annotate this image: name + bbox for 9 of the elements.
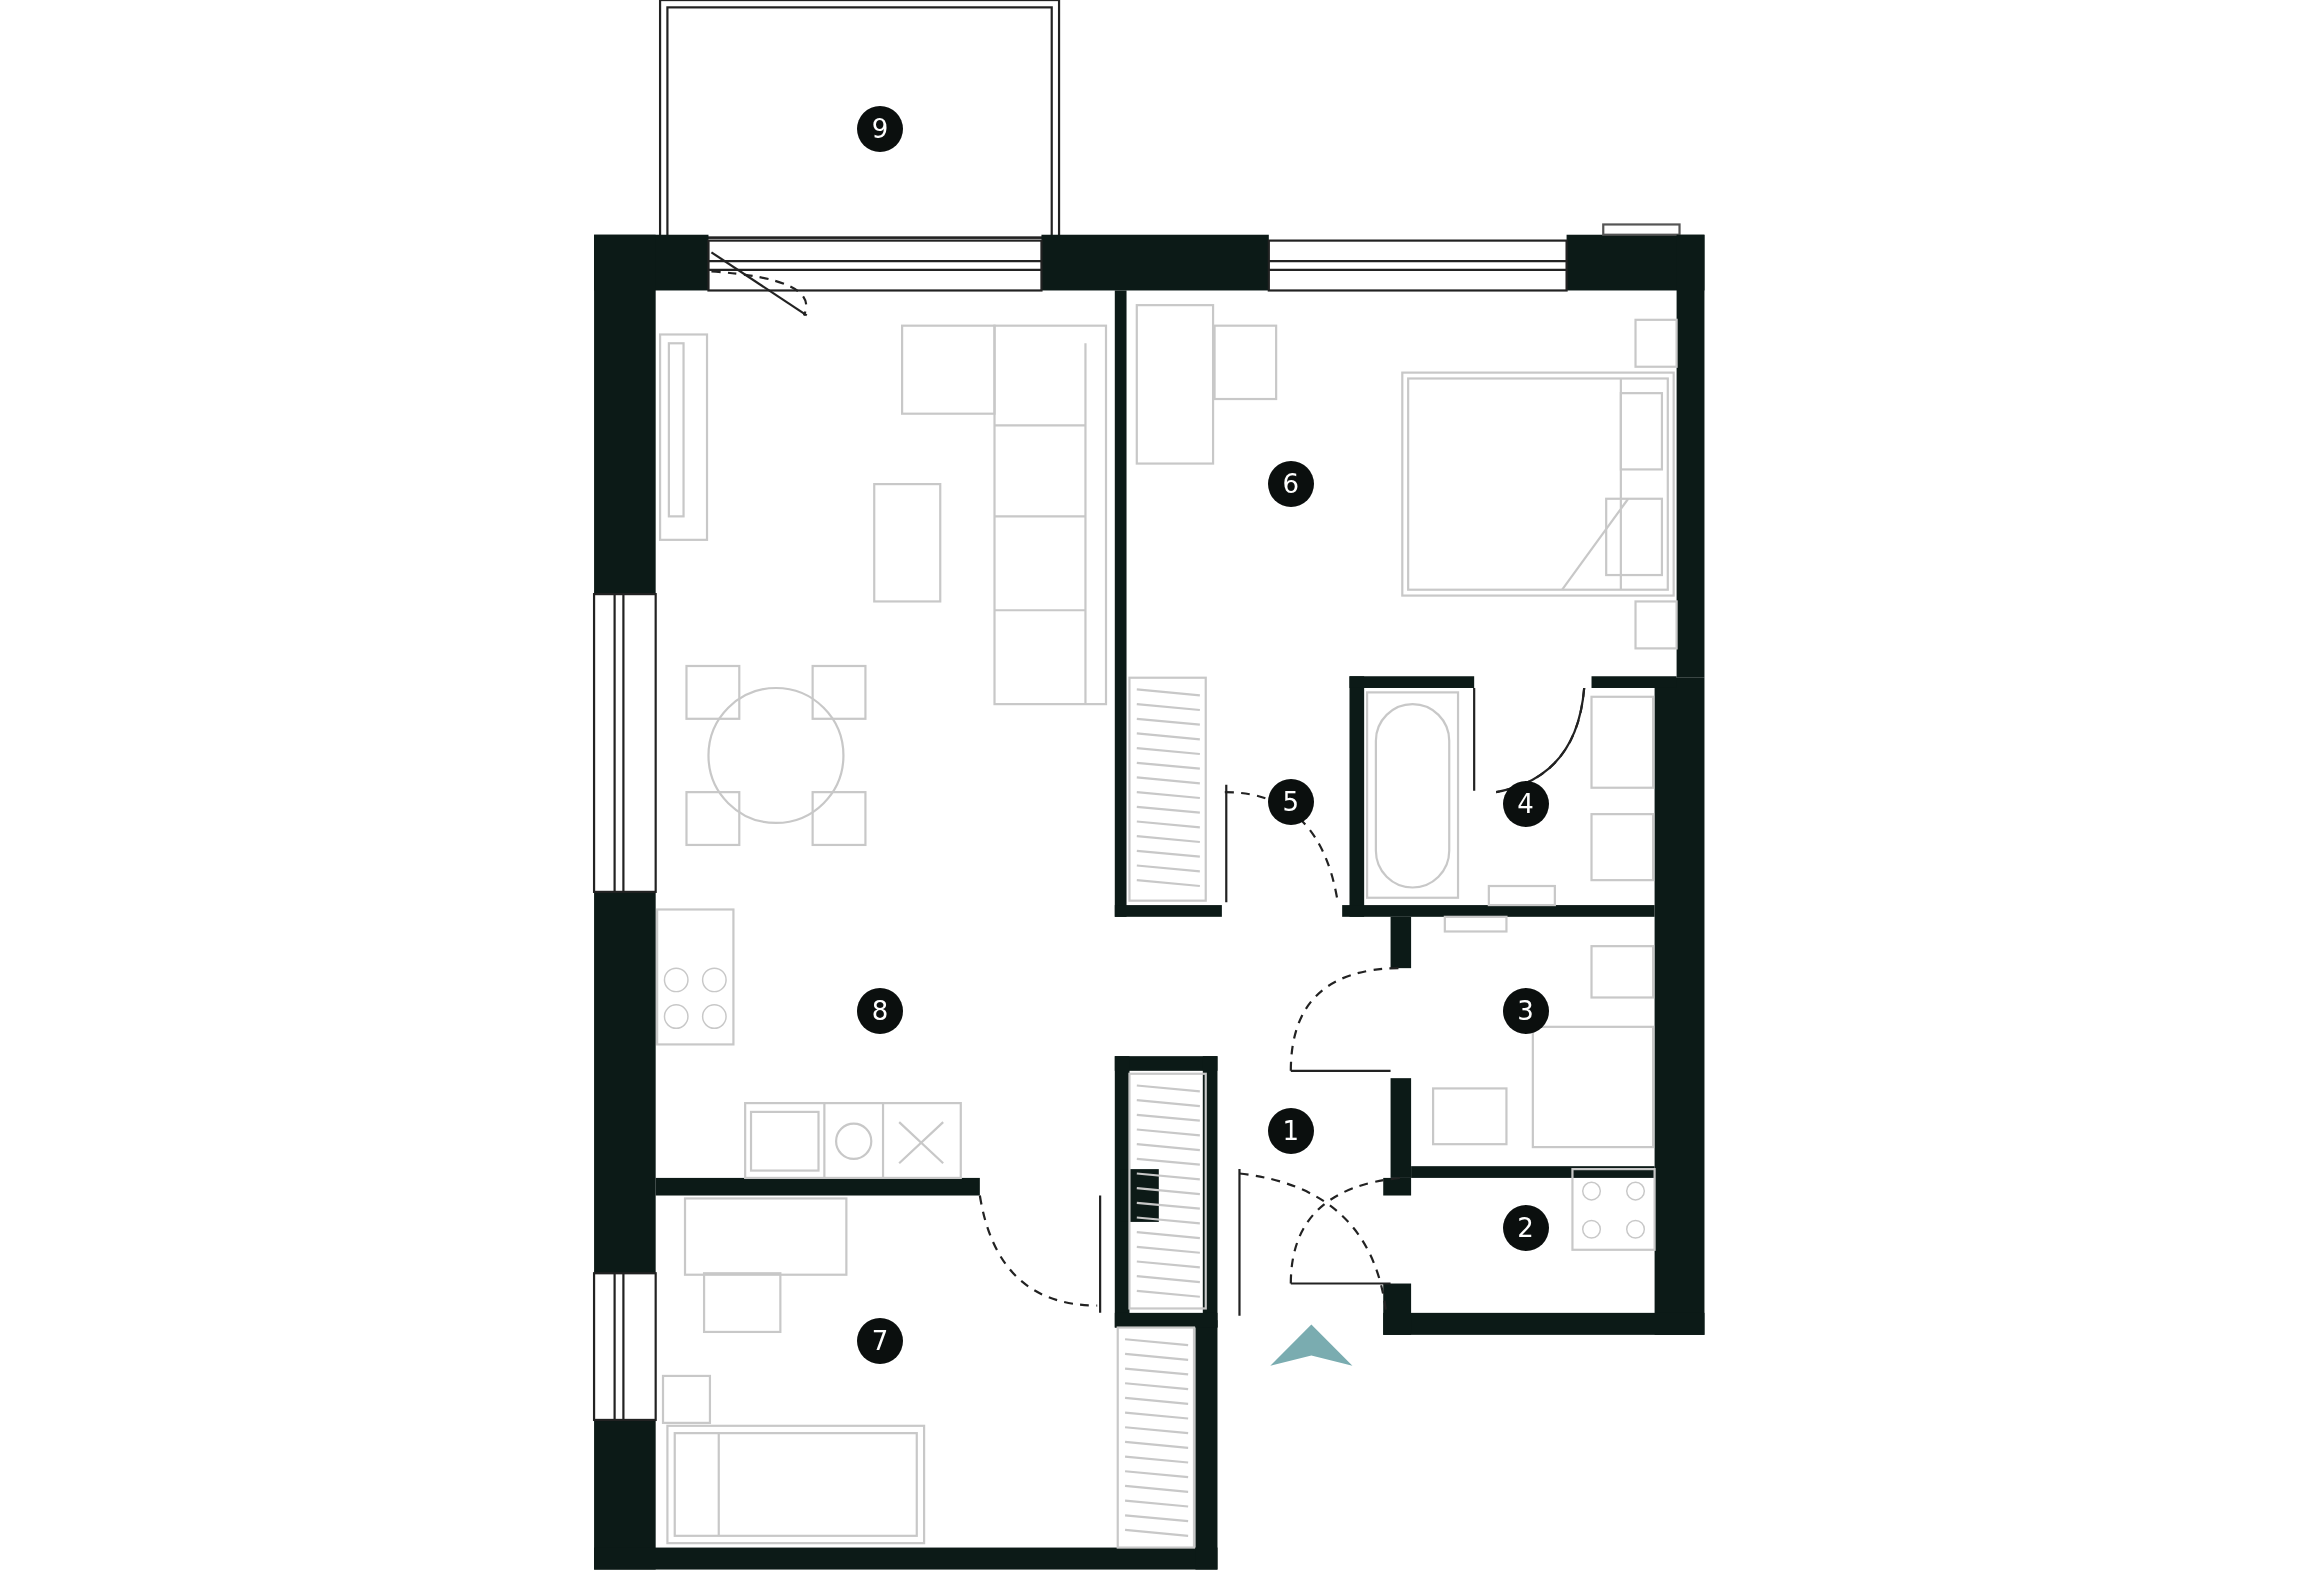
callout-number: 7 <box>857 1317 904 1364</box>
callout-number: 9 <box>857 106 904 153</box>
callout-number: 5 <box>1267 779 1314 826</box>
callout-number: 8 <box>857 987 904 1034</box>
callout-number: 2 <box>1502 1204 1549 1251</box>
callout-number: 4 <box>1502 780 1549 827</box>
callout-number: 1 <box>1267 1107 1314 1154</box>
callout-number: 6 <box>1267 461 1314 508</box>
callout-number: 3 <box>1502 987 1549 1034</box>
